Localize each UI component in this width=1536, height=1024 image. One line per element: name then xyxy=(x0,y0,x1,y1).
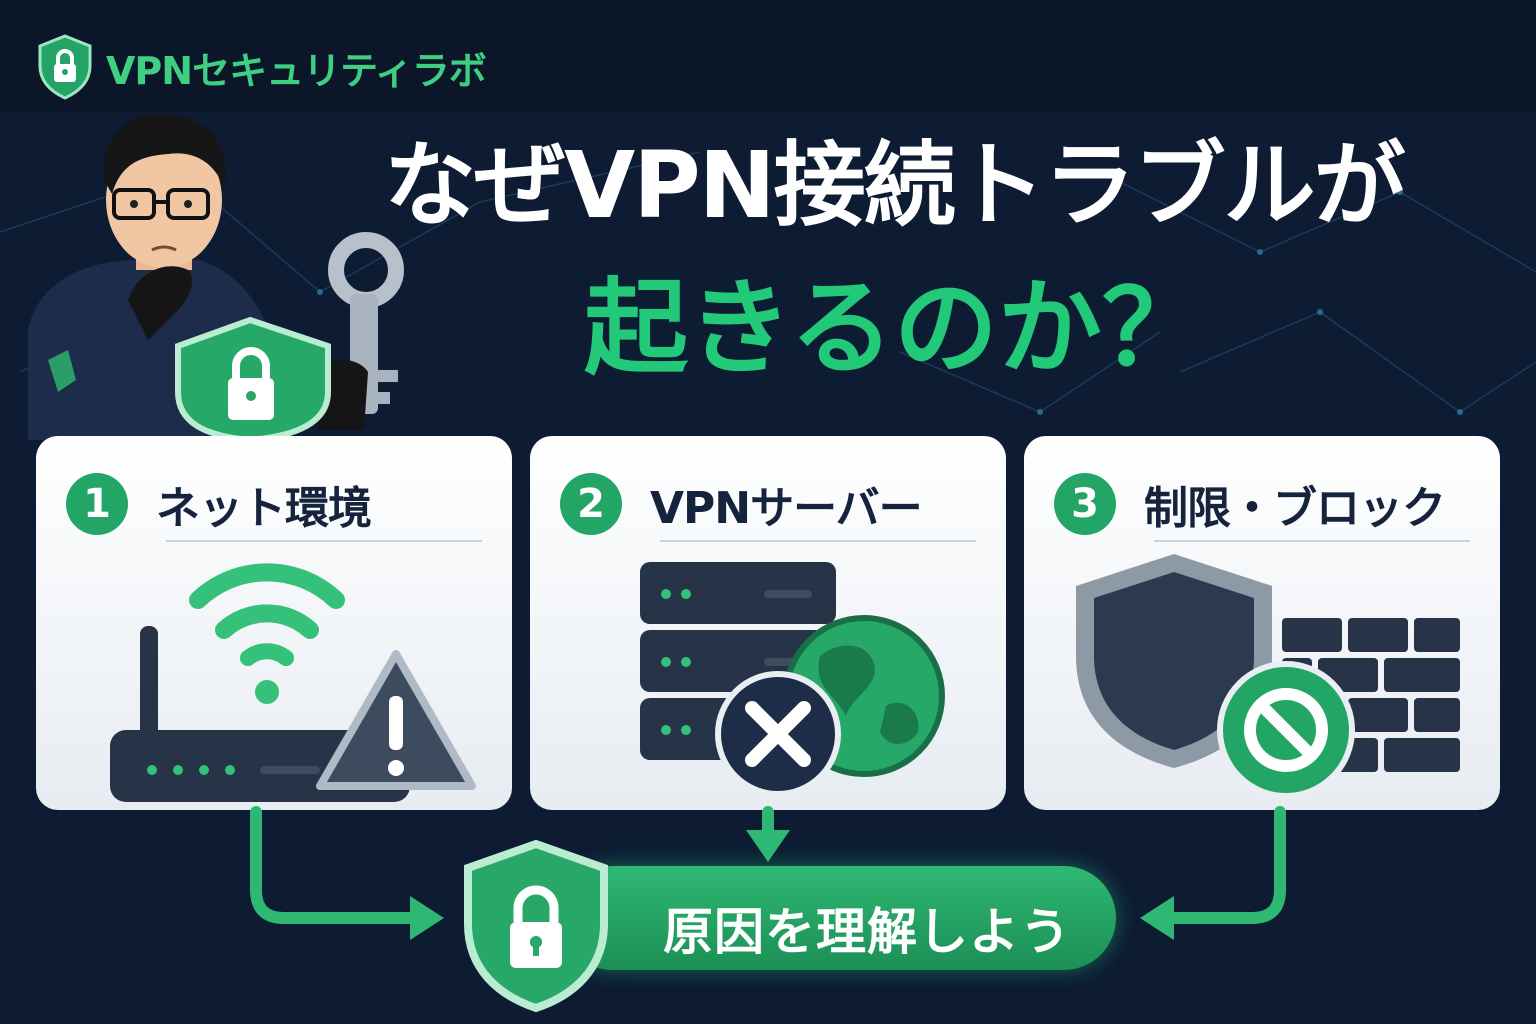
brand-name: VPNセキュリティラボ xyxy=(106,48,487,93)
card-illustration xyxy=(640,562,945,797)
card-illustration xyxy=(1076,554,1460,799)
step-number: 2 xyxy=(560,473,622,535)
security-expert-mascot xyxy=(28,113,404,440)
card-label: VPNサーバー xyxy=(650,483,923,534)
top-bar xyxy=(0,0,1536,112)
divider xyxy=(166,540,482,542)
wifi-icon xyxy=(189,563,345,704)
warning-icon xyxy=(316,650,476,790)
result-banner[interactable] xyxy=(560,866,1116,970)
card-illustration xyxy=(110,563,476,802)
card-network-environment[interactable]: 1 ネット環境 xyxy=(36,436,512,810)
card-vpn-server[interactable]: 2 VPNサーバー xyxy=(530,436,1006,810)
shield-lock-icon xyxy=(38,34,92,100)
card-label: 制限・ブロック xyxy=(1144,483,1446,534)
card-label: ネット環境 xyxy=(156,483,372,534)
shield-lock-icon xyxy=(464,839,608,1013)
x-circle-icon xyxy=(715,671,841,797)
headline-line-1: なぜVPN接続トラブルが xyxy=(384,132,1406,239)
result-label: 原因を理解しよう xyxy=(663,903,1071,961)
headline-line-2: 起きるのか？ xyxy=(584,267,1206,389)
divider xyxy=(1154,540,1470,542)
brand-logo[interactable]: VPNセキュリティラボ xyxy=(36,34,487,100)
step-number: 3 xyxy=(1054,473,1116,535)
blocked-icon xyxy=(1217,661,1355,799)
card-restriction-block[interactable]: 3 制限・ブロック xyxy=(1024,436,1500,810)
divider xyxy=(660,540,976,542)
step-number: 1 xyxy=(66,473,128,535)
